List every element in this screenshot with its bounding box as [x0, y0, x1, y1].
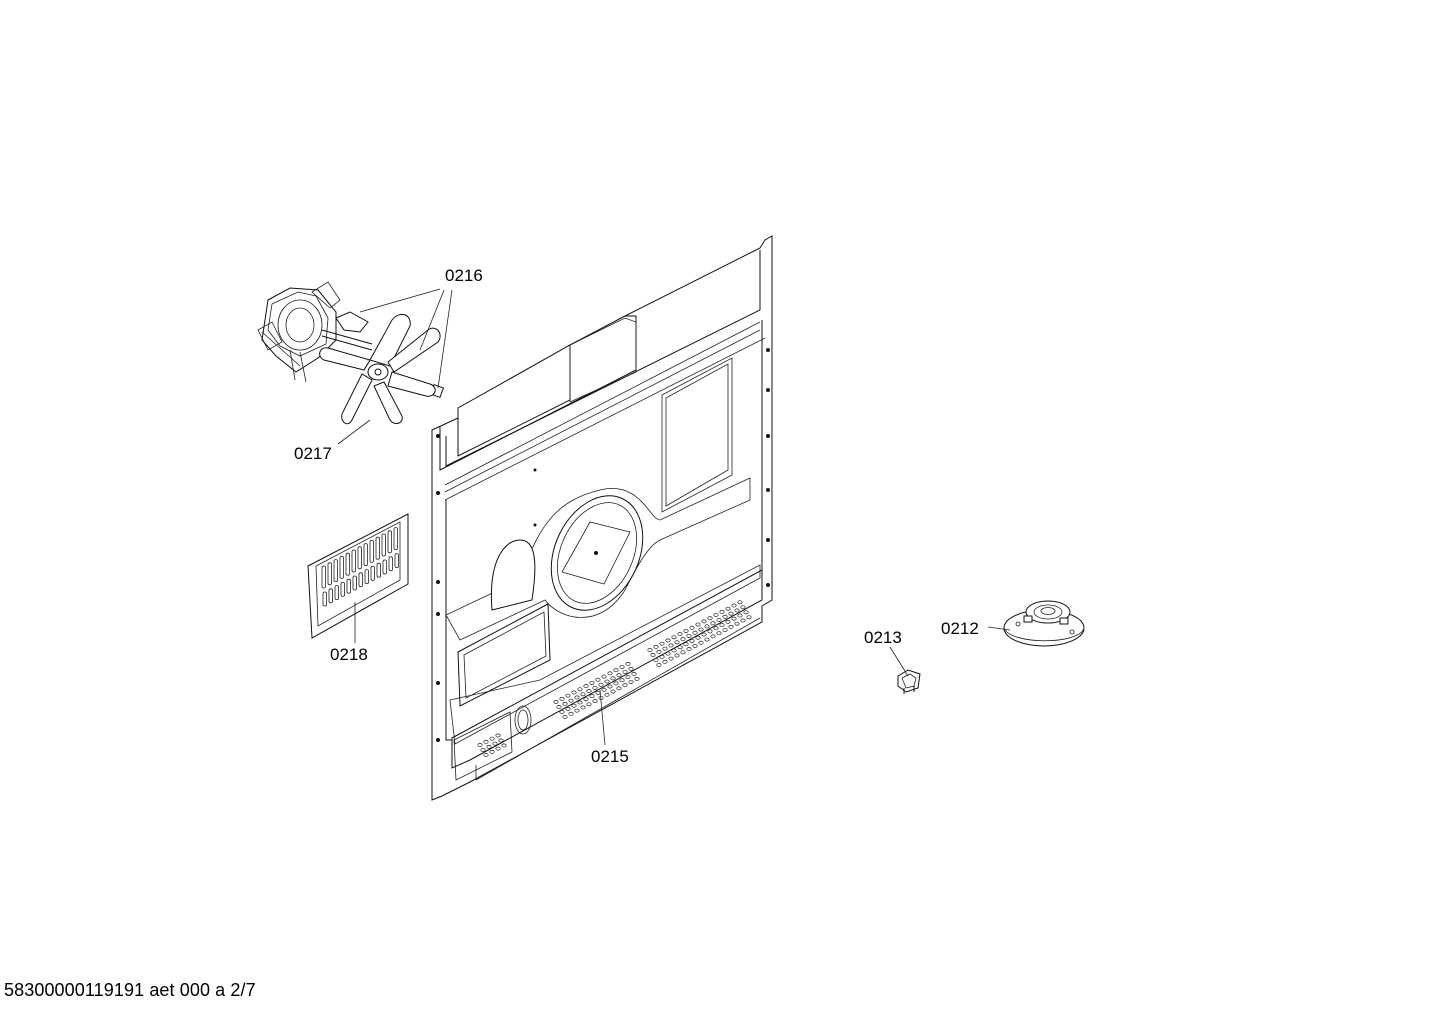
drawing-reference-footer: 58300000119191 aet 000 a 2/7 [4, 980, 256, 1000]
leader-lines [337, 288, 1011, 746]
fan-blade-part-0217 [319, 313, 441, 425]
lamp-housing-part-0212 [1003, 600, 1085, 647]
grille-cover-part-0218 [307, 513, 409, 639]
callout-0217: 0217 [294, 444, 332, 463]
callout-0213: 0213 [864, 628, 902, 647]
back-panel-part-0215 [431, 235, 773, 801]
fan-motor-part-0216 [257, 281, 445, 399]
callout-0212: 0212 [941, 619, 979, 638]
callout-0216: 0216 [445, 266, 483, 285]
callout-0215: 0215 [591, 747, 629, 766]
clip-part-0213 [897, 669, 921, 694]
callout-0218: 0218 [330, 645, 368, 664]
